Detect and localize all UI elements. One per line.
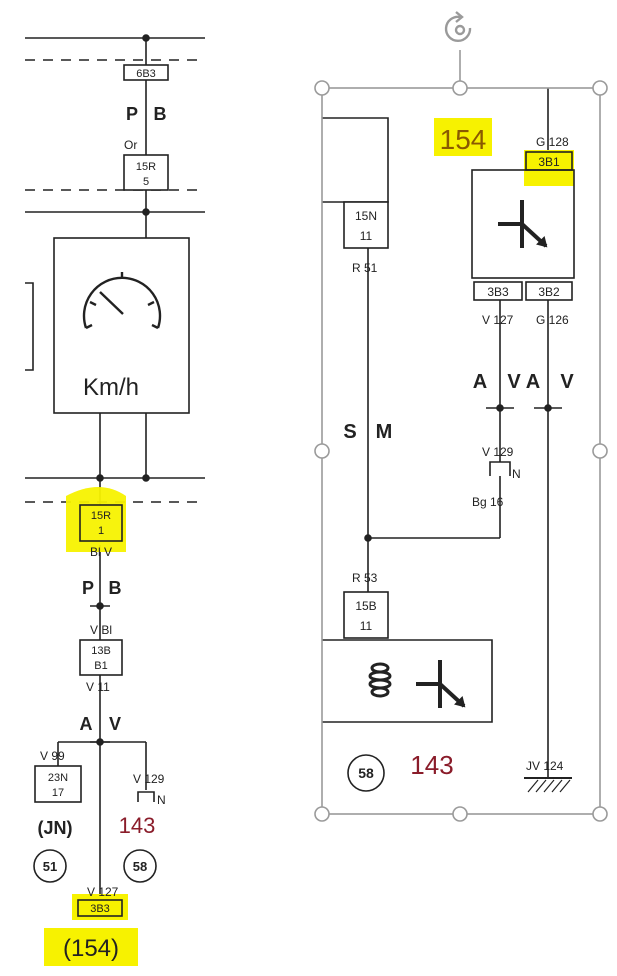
connector-13b <box>79 639 123 676</box>
handle-bottom-left[interactable] <box>314 806 330 822</box>
wire-bg16: Bg 16 <box>472 495 504 509</box>
left-diagram <box>25 34 205 900</box>
relay-contact-icon <box>498 200 548 248</box>
highlight-154-left <box>44 928 138 966</box>
wire-127-left: V 127 <box>87 885 119 899</box>
label-n-right: N <box>512 467 521 481</box>
circle-58-right-label: 58 <box>358 765 374 781</box>
label-b1: B1 <box>94 660 107 672</box>
ground-hatch <box>527 779 571 793</box>
label-15b: 15B <box>355 599 376 613</box>
wire-v129: V 129 <box>482 445 514 459</box>
wire-letter-b-top: B <box>154 104 167 124</box>
highlight-15r1 <box>66 487 126 552</box>
wire-letter-v: V <box>109 714 121 734</box>
handle-middle-right[interactable] <box>592 443 608 459</box>
connector-15r5 <box>123 154 169 191</box>
rotate-handle-icon[interactable] <box>444 11 472 43</box>
wire-g128: G 128 <box>536 135 569 149</box>
letter-v-2: V <box>560 371 574 393</box>
label-13b: 13B <box>91 645 111 657</box>
right-diagram <box>322 88 575 792</box>
connector-6b3 <box>123 64 169 81</box>
connector-23n <box>34 765 82 803</box>
label-1: 1 <box>98 525 104 537</box>
ref-154-right: 154 <box>440 124 487 155</box>
label-15n: 15N <box>355 209 377 223</box>
connector-15n <box>343 201 389 249</box>
label-17: 17 <box>52 787 64 799</box>
wire-letter-p-top: P <box>126 104 138 124</box>
wire-letter-p-mid: P <box>82 578 94 598</box>
connector-3b3-left <box>77 899 123 917</box>
connector-15r1 <box>79 504 123 542</box>
wire-r51: R 51 <box>352 261 378 275</box>
wire-g126: G 126 <box>536 313 569 327</box>
wire-codes-bl-v: Bl V <box>90 545 112 559</box>
wire-letter-b-mid: B <box>109 578 122 598</box>
wire-code-v-bl: V Bl <box>90 623 112 637</box>
handle-bottom-center[interactable] <box>452 806 468 822</box>
gauge-label: Km/h <box>83 374 139 401</box>
circle-51-label: 51 <box>43 859 57 874</box>
label-23n: 23N <box>48 772 68 784</box>
highlight-3b1 <box>524 150 574 186</box>
letter-m: M <box>376 421 393 443</box>
highlight-154-right <box>434 118 492 156</box>
wire-r53: R 53 <box>352 571 378 585</box>
label-15r-bottom: 15R <box>91 510 111 522</box>
circle-58-left <box>123 849 157 883</box>
wire-num-11: V 11 <box>86 680 110 694</box>
wire-99: V 99 <box>40 749 65 763</box>
handle-top-left[interactable] <box>314 80 330 96</box>
connector-3b2 <box>525 281 573 301</box>
coil-icon <box>368 662 392 698</box>
connector-3b3-right <box>473 281 523 301</box>
ref-143-right: 143 <box>410 750 453 780</box>
label-5: 5 <box>143 176 149 188</box>
connector-15b <box>343 591 389 639</box>
wire-jv124: JV 124 <box>526 759 564 773</box>
label-3b3-left: 3B3 <box>90 903 110 915</box>
letter-s: S <box>343 421 356 443</box>
handle-middle-left[interactable] <box>314 443 330 459</box>
relay-box <box>471 169 575 279</box>
handle-top-center[interactable] <box>452 80 468 96</box>
label-3b2: 3B2 <box>538 285 560 299</box>
wire-129-left: V 129 <box>133 772 165 786</box>
label-11-top: 11 <box>360 229 373 243</box>
label-6b3: 6B3 <box>136 68 156 80</box>
circle-58-left-label: 58 <box>133 859 147 874</box>
label-n-left: N <box>157 793 166 807</box>
label-3b1: 3B1 <box>538 155 560 169</box>
contact-icon-bottom <box>416 660 466 708</box>
wire-code-or: Or <box>124 138 137 152</box>
speedometer-icon <box>82 272 162 330</box>
connector-3b1 <box>525 151 573 171</box>
circle-58-right <box>347 754 385 792</box>
ref-143-left: 143 <box>119 813 156 838</box>
handle-bottom-right[interactable] <box>592 806 608 822</box>
label-11-bottom: 11 <box>360 619 373 633</box>
handle-top-right[interactable] <box>592 80 608 96</box>
letter-a-1: A <box>473 371 487 393</box>
label-jn: (JN) <box>38 818 73 838</box>
wire-v127: V 127 <box>482 313 514 327</box>
label-15r-top: 15R <box>136 161 156 173</box>
wire-letter-a: A <box>80 714 93 734</box>
circle-51 <box>33 849 67 883</box>
letter-v-1: V <box>507 371 521 393</box>
label-3b3-right: 3B3 <box>487 285 509 299</box>
ref-154-left: (154) <box>63 935 119 962</box>
letter-a-2: A <box>526 371 540 393</box>
